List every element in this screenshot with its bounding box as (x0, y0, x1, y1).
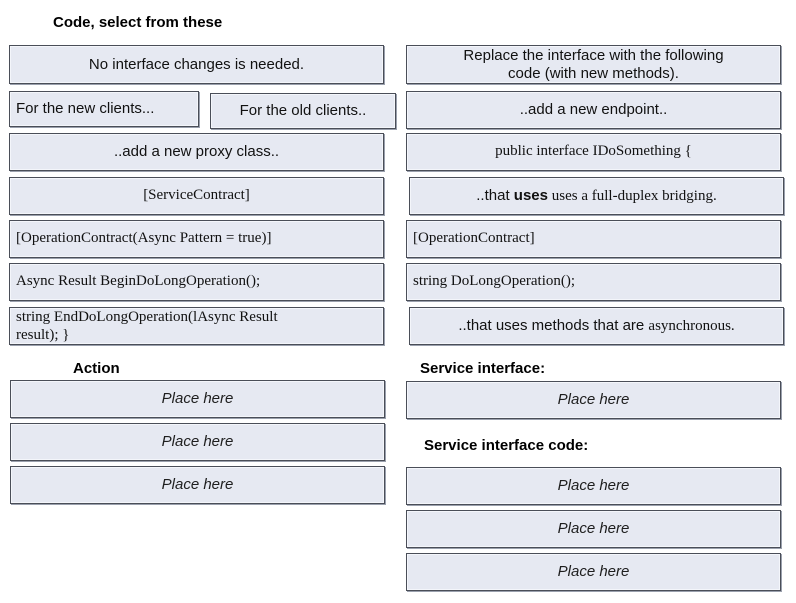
option-for-new-clients[interactable]: For the new clients... (9, 91, 199, 127)
option-add-new-proxy-class[interactable]: ..add a new proxy class.. (9, 133, 384, 171)
service-interface-code-drop-target-3[interactable]: Place here (406, 553, 781, 591)
drop-target-label: Place here (557, 477, 630, 495)
service-interface-code-drop-target-2[interactable]: Place here (406, 510, 781, 548)
option-label: No interface changes is needed. (88, 55, 305, 73)
option-label: [OperationContract] (413, 230, 535, 247)
option-label-part: ..that (476, 186, 514, 204)
action-drop-target-2[interactable]: Place here (10, 423, 385, 461)
option-label: For the old clients.. (239, 102, 367, 120)
option-label: ..add a new proxy class.. (113, 143, 280, 161)
drop-target-label: Place here (557, 520, 630, 538)
option-end-do-long-operation[interactable]: string EndDoLongOperation(lAsync Result … (9, 307, 384, 345)
option-label: ..that uses uses a full-duplex bridging. (476, 187, 716, 205)
option-operation-contract[interactable]: [OperationContract] (406, 220, 781, 258)
option-async-methods[interactable]: ..that uses methods that are asynchronou… (409, 307, 784, 345)
action-drop-target-1[interactable]: Place here (10, 380, 385, 418)
drop-target-label: Place here (161, 390, 234, 408)
option-add-new-endpoint[interactable]: ..add a new endpoint.. (406, 91, 781, 129)
option-do-long-operation[interactable]: string DoLongOperation(); (406, 263, 781, 301)
option-label: Replace the interface with the following… (463, 47, 723, 83)
option-label: string DoLongOperation(); (413, 273, 576, 290)
option-service-contract[interactable]: [ServiceContract] (9, 177, 384, 215)
option-label: public interface IDoSomething { (495, 143, 692, 160)
code-select-heading: Code, select from these (53, 14, 223, 31)
option-label: [OperationContract(Async Pattern = true)… (16, 230, 272, 247)
option-replace-interface[interactable]: Replace the interface with the following… (406, 45, 781, 84)
option-label-part: uses a full-duplex bridging. (548, 187, 717, 204)
action-drop-target-3[interactable]: Place here (10, 466, 385, 504)
option-public-interface[interactable]: public interface IDoSomething { (406, 133, 781, 171)
drop-target-label: Place here (557, 563, 630, 581)
option-for-old-clients[interactable]: For the old clients.. (210, 93, 396, 129)
option-label-part: asynchronous. (648, 317, 735, 334)
service-interface-code-heading: Service interface code: (424, 437, 589, 454)
option-full-duplex-bridging[interactable]: ..that uses uses a full-duplex bridging. (409, 177, 784, 215)
drop-target-label: Place here (161, 476, 234, 494)
drop-target-label: Place here (161, 433, 234, 451)
option-operation-contract-async[interactable]: [OperationContract(Async Pattern = true)… (9, 220, 384, 258)
service-interface-drop-target-1[interactable]: Place here (406, 381, 781, 419)
drop-target-label: Place here (557, 391, 630, 409)
option-label-line: Replace the interface with the following (463, 46, 724, 64)
option-label: ..that uses methods that are asynchronou… (458, 317, 734, 335)
option-label: For the new clients... (16, 100, 155, 118)
option-label: Async Result BeginDoLongOperation(); (16, 273, 261, 290)
option-no-interface-changes[interactable]: No interface changes is needed. (9, 45, 384, 84)
action-heading: Action (73, 360, 120, 377)
service-interface-code-drop-target-1[interactable]: Place here (406, 467, 781, 505)
option-begin-do-long-operation[interactable]: Async Result BeginDoLongOperation(); (9, 263, 384, 301)
option-label-line: code (with new methods). (508, 64, 679, 82)
option-label-part: uses (513, 186, 548, 204)
option-label: string EndDoLongOperation(lAsync Result … (16, 308, 278, 344)
option-label-line: string EndDoLongOperation(lAsync Result (16, 309, 278, 325)
option-label: ..add a new endpoint.. (519, 101, 668, 119)
option-label-part: ..that uses methods that are (458, 316, 649, 334)
service-interface-heading: Service interface: (420, 360, 546, 377)
option-label-line: result); } (16, 327, 70, 343)
option-label: [ServiceContract] (143, 187, 250, 204)
